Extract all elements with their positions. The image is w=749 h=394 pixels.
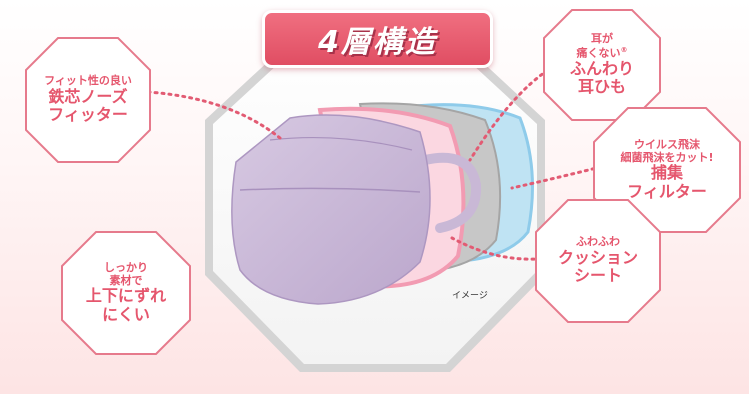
lavender-mask (232, 115, 430, 304)
image-note: イメージ (452, 288, 488, 301)
callout-ear-line2: 痛くない (577, 46, 621, 59)
callout-material-line3: 上下にずれ (86, 287, 166, 305)
callout-nose-line3: フィッター (48, 106, 128, 124)
callout-filter-line4: フィルター (627, 183, 707, 201)
callout-filter-line1: ウイルス飛沫 (634, 139, 700, 152)
registered-mark: ® (621, 46, 628, 54)
callout-ear-line2-wrap: 痛くない® (577, 46, 628, 60)
callout-ear-line1: 耳が (591, 33, 613, 46)
callout-material: しっかり 素材で 上下にずれ にくい (62, 232, 190, 354)
callout-cushion-sheet: ふわふわ クッション シート (536, 200, 660, 322)
callout-filter-line3: 捕集 (651, 164, 683, 182)
callout-ear-loop: 耳が 痛くない® ふんわり 耳ひも (544, 10, 660, 120)
callout-cushion-line3: シート (574, 267, 622, 285)
callout-ear-line3: ふんわり (570, 60, 634, 78)
title-badge: 4層構造 (262, 10, 493, 68)
callout-nose-line2: 鉄芯ノーズ (48, 88, 127, 106)
callout-ear-line4: 耳ひも (578, 78, 626, 96)
callout-cushion-line2: クッション (558, 249, 638, 267)
callout-material-line1: しっかり (104, 262, 148, 275)
callout-nose-fitter: フィット性の良い 鉄芯ノーズ フィッター (26, 38, 150, 162)
page-title: 4層構造 (318, 17, 437, 61)
callout-material-line4: にくい (102, 306, 150, 324)
